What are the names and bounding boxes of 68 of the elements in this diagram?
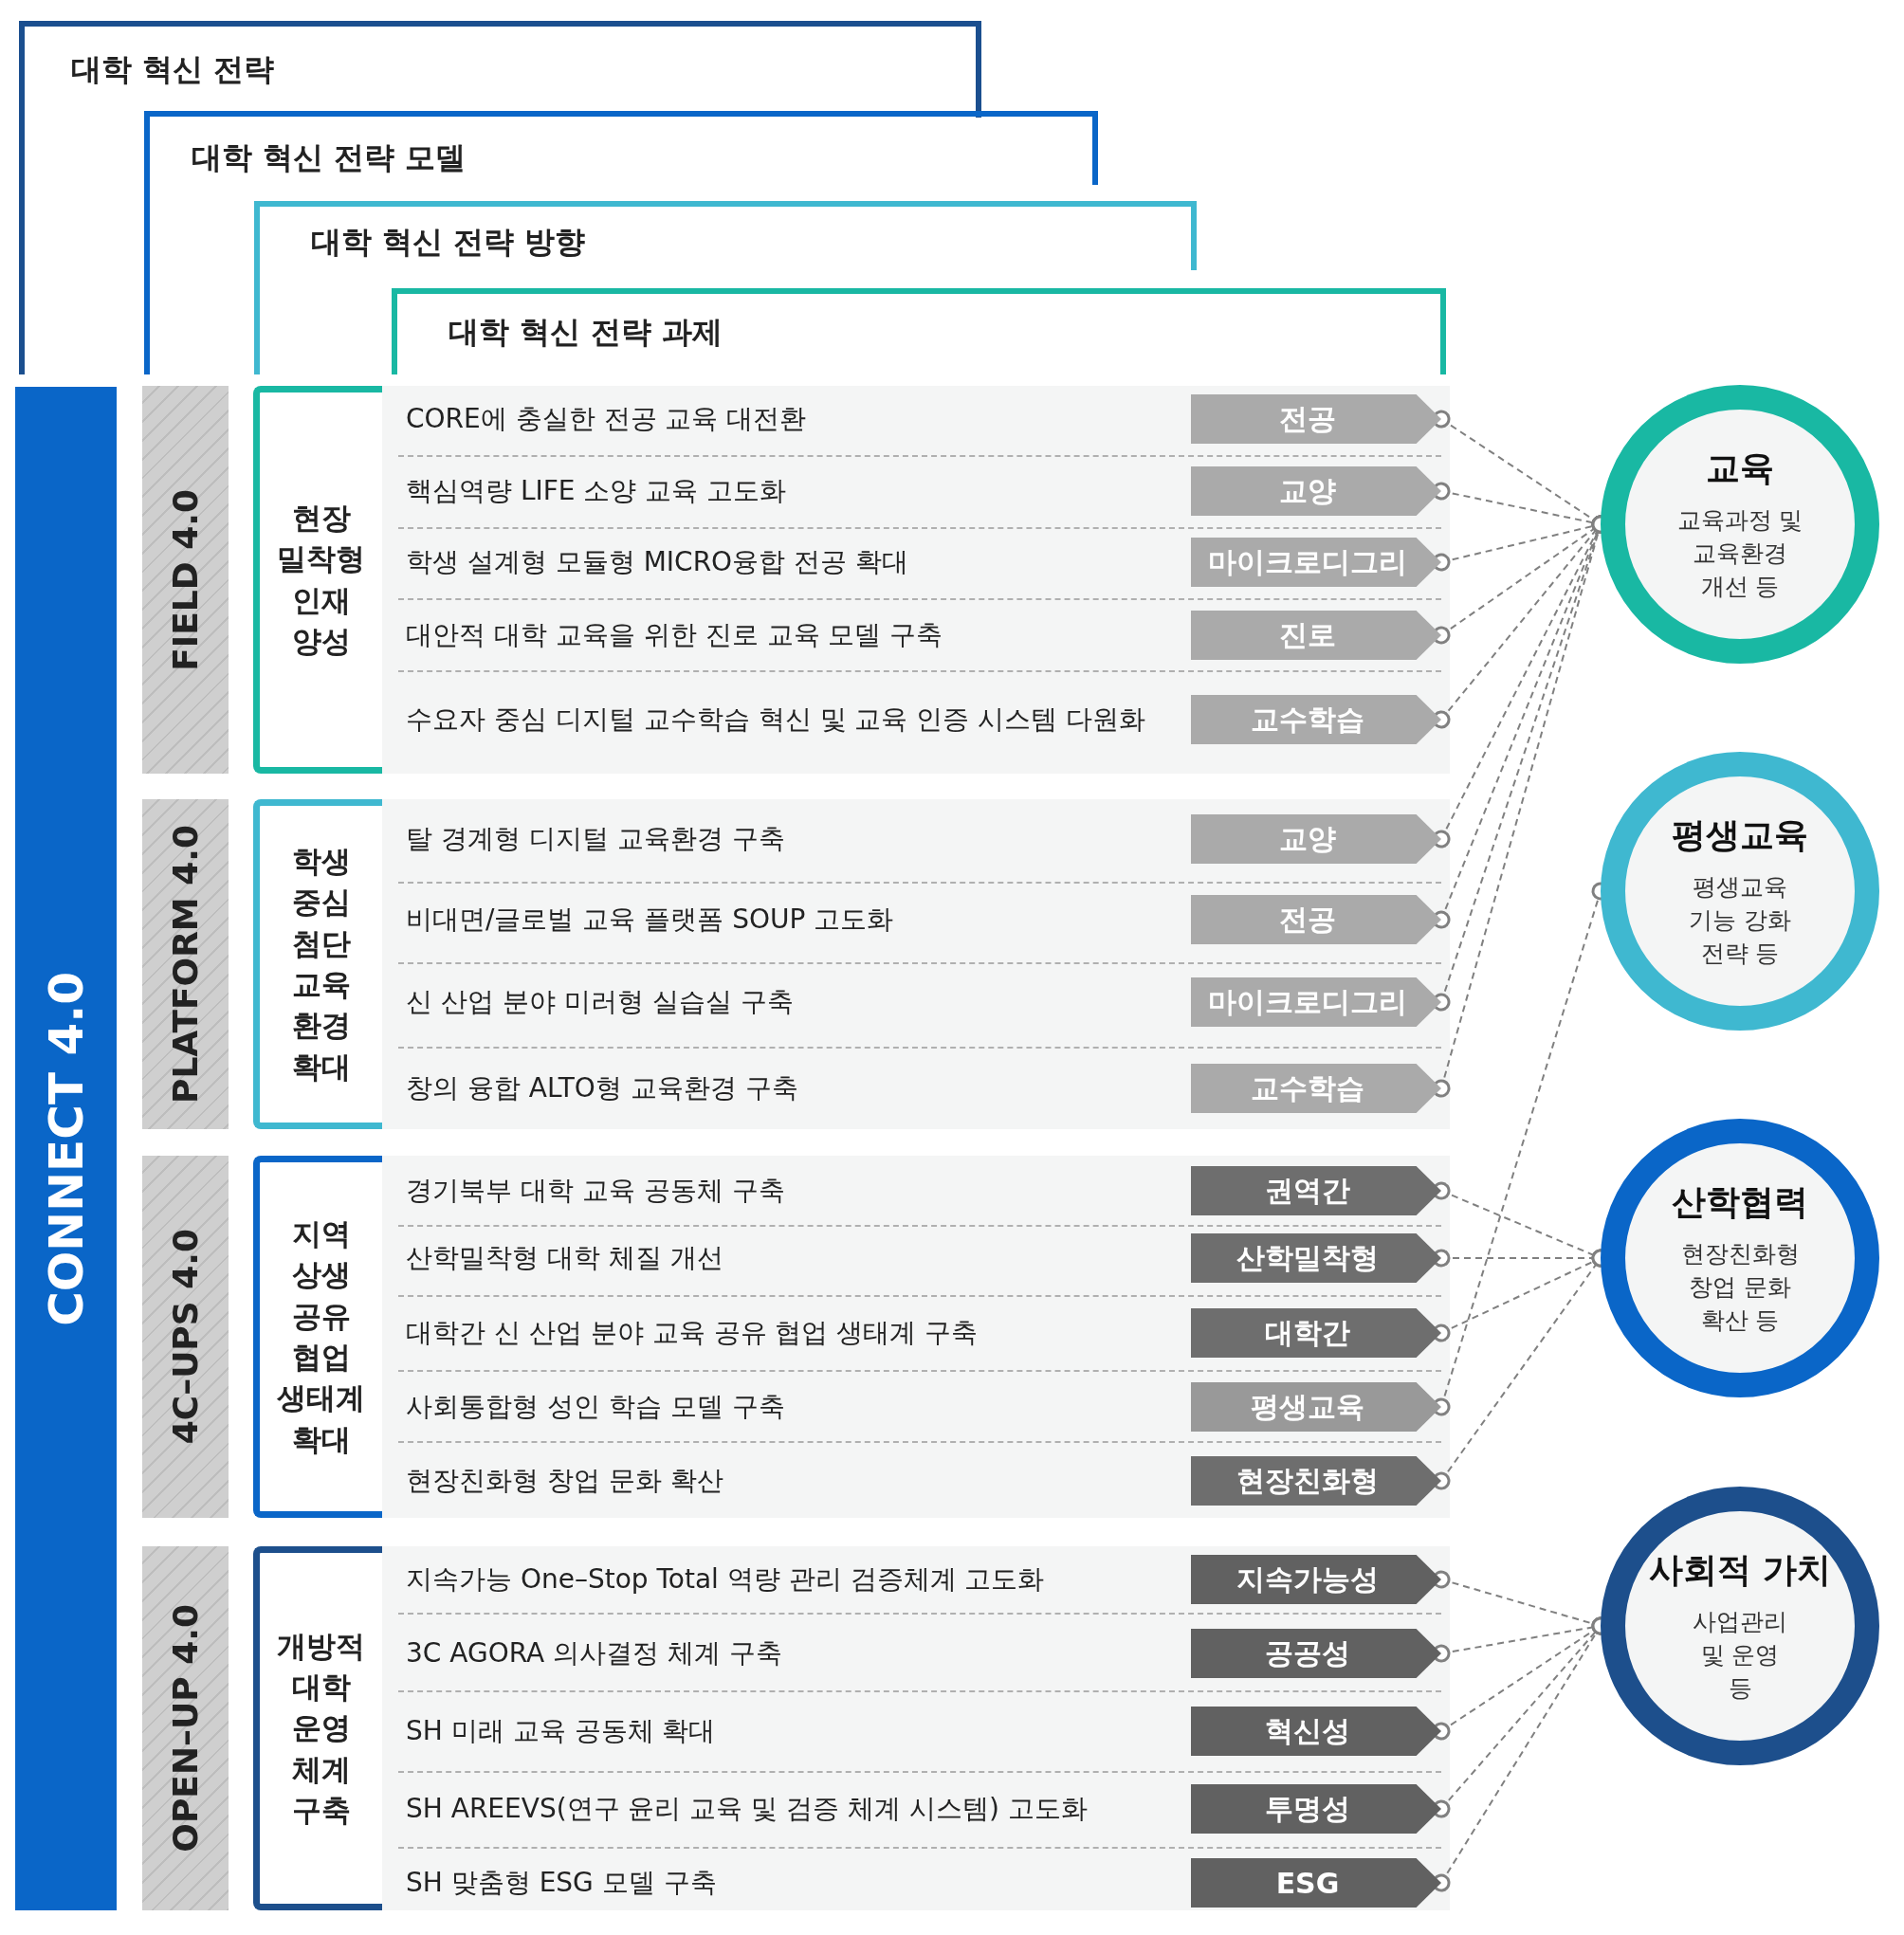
heading-text: 대학 혁신 전략 모델 <box>192 138 467 177</box>
category-tag: 교양 <box>1191 466 1441 516</box>
category-tag: 교양 <box>1191 814 1441 864</box>
category-tag: 교수학습 <box>1191 1064 1441 1113</box>
task-text: 수요자 중심 디지털 교수학습 혁신 및 교육 인증 시스템 다원화 <box>406 702 1146 737</box>
task-text: 비대면/글로벌 교육 플랫폼 SOUP 고도화 <box>406 902 894 937</box>
task-text: 경기북부 대학 교육 공동체 구축 <box>406 1173 785 1208</box>
category-tag: 혁신성 <box>1191 1707 1441 1756</box>
category-tag: 현장친화형 <box>1191 1456 1441 1506</box>
category-tag: ESG <box>1191 1858 1441 1908</box>
circle-heading: 교육 <box>1706 447 1774 489</box>
direction-text: 지역 상생 공유 협업 생태계 확대 <box>276 1214 366 1458</box>
task-text: 신 산업 분야 미러형 실습실 구축 <box>406 984 794 1019</box>
hatched-bar <box>142 386 229 774</box>
task-text: 사회통합형 성인 학습 모델 구축 <box>406 1389 785 1424</box>
task-text: 산학밀착형 대학 체질 개선 <box>406 1240 723 1275</box>
task-text: SH AREEVS(연구 윤리 교육 및 검증 체계 시스템) 고도화 <box>406 1791 1088 1826</box>
task-text: 지속가능 One–Stop Total 역량 관리 검증체계 고도화 <box>406 1561 1045 1597</box>
category-tag: 투명성 <box>1191 1784 1441 1834</box>
heading-text: 대학 혁신 전략 <box>71 50 275 89</box>
category-tag: 마이크로디그리 <box>1191 538 1441 587</box>
category-tag: 대학간 <box>1191 1308 1441 1358</box>
side-bar <box>15 387 117 1910</box>
hatched-bar <box>142 799 229 1129</box>
category-tag: 전공 <box>1191 895 1441 944</box>
circle-text: 교육과정 및 교육환경 개선 등 <box>1675 505 1804 602</box>
circle-heading: 평생교육 <box>1672 814 1808 856</box>
circle-text: 사업관리 및 운영 등 <box>1692 1607 1788 1704</box>
vertical-label: FIELD 4.0 <box>166 488 205 671</box>
bracket-frame <box>253 386 382 774</box>
direction-text: 개방적 대학 운영 체계 구축 <box>276 1627 366 1830</box>
vertical-label: OPEN–UP 4.0 <box>166 1604 205 1853</box>
task-text: SH 미래 교육 공동체 확대 <box>406 1713 716 1748</box>
task-text: 대안적 대학 교육을 위한 진로 교육 모델 구축 <box>406 617 943 652</box>
category-tag: 평생교육 <box>1191 1382 1441 1432</box>
category-tag: 전공 <box>1191 394 1441 444</box>
task-text: 현장친화형 창업 문화 확산 <box>406 1463 723 1498</box>
category-tag: 진로 <box>1191 611 1441 660</box>
heading-text: 대학 혁신 전략 과제 <box>449 313 723 352</box>
circle-heading: 사회적 가치 <box>1648 1549 1832 1591</box>
hatched-bar <box>142 1156 229 1518</box>
task-text: 창의 융합 ALTO형 교육환경 구축 <box>406 1070 798 1105</box>
task-text: 대학간 신 산업 분야 교육 공유 협업 생태계 구축 <box>406 1315 979 1350</box>
bracket-frame <box>253 1546 382 1910</box>
circle-text: 현장친화형 창업 문화 확산 등 <box>1679 1239 1801 1336</box>
category-tag: 지속가능성 <box>1191 1555 1441 1604</box>
vertical-label: PLATFORM 4.0 <box>166 825 205 1104</box>
heading-text: 대학 혁신 전략 방향 <box>311 223 586 262</box>
circle-heading: 산학협력 <box>1672 1181 1808 1223</box>
category-tag: 교수학습 <box>1191 695 1441 744</box>
direction-text: 학생 중심 첨단 교육 환경 확대 <box>290 842 352 1086</box>
task-text: 3C AGORA 의사결정 체계 구축 <box>406 1635 782 1670</box>
bracket-frame <box>253 799 382 1129</box>
category-tag: 마이크로디그리 <box>1191 977 1441 1027</box>
bracket-frame <box>253 1156 382 1518</box>
vertical-label: 4C–UPS 4.0 <box>166 1229 205 1445</box>
task-text: 학생 설계형 모듈형 MICRO융합 전공 확대 <box>406 544 908 579</box>
task-text: CORE에 충실한 전공 교육 대전환 <box>406 401 807 436</box>
category-tag: 공공성 <box>1191 1629 1441 1678</box>
category-tag: 권역간 <box>1191 1166 1441 1215</box>
task-text: 핵심역량 LIFE 소양 교육 고도화 <box>406 473 787 508</box>
direction-text: 현장 밀착형 인재 양성 <box>276 499 366 660</box>
vertical-label: CONNECT 4.0 <box>38 971 94 1326</box>
category-tag: 산학밀착형 <box>1191 1233 1441 1283</box>
hatched-bar <box>142 1546 229 1910</box>
task-text: 탈 경계형 디지털 교육환경 구축 <box>406 821 785 856</box>
task-text: SH 맞춤형 ESG 모델 구축 <box>406 1865 717 1900</box>
circle-text: 평생교육 기능 강화 전략 등 <box>1688 872 1792 969</box>
